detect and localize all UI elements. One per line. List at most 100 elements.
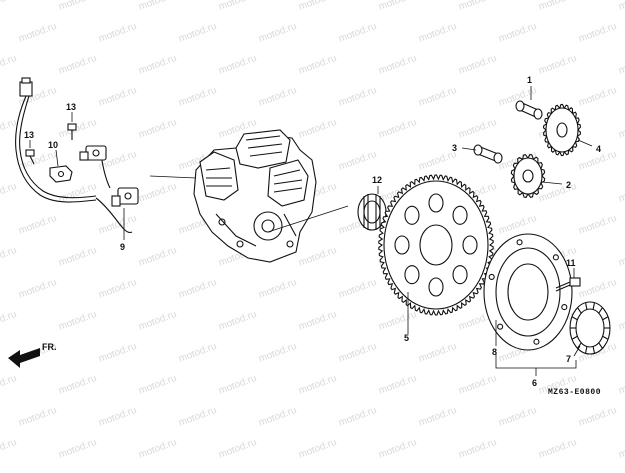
reduction-shaft-3: [461, 144, 503, 164]
front-cylinder: [199, 151, 239, 201]
sprag-element: [598, 342, 603, 349]
reduction-gear-small: [510, 153, 563, 199]
watermark-text: motod.ru: [577, 405, 618, 429]
watermark-text: motod.ru: [577, 21, 618, 45]
gear-lightening-holes: [394, 193, 478, 297]
callout-4: 4: [596, 144, 601, 154]
watermark-text: motod.ru: [137, 437, 178, 461]
watermark-text: motod.ru: [417, 405, 458, 429]
watermark-text: motod.ru: [177, 85, 218, 109]
watermark-text: motod.ru: [97, 405, 138, 429]
watermark-text: motod.ru: [537, 181, 578, 205]
watermark-text: motod.ru: [457, 53, 498, 77]
clutch-bolt-holes: [488, 239, 568, 345]
watermark-text: motod.ru: [617, 245, 625, 269]
callout-13-lower: 13: [24, 130, 34, 140]
pulse-sensor: [79, 145, 107, 161]
watermark-text: motod.ru: [137, 117, 178, 141]
watermark-text: motod.ru: [297, 0, 338, 13]
front-cylinder-fins: [205, 167, 232, 187]
gear-hole: [452, 265, 468, 285]
watermark-text: motod.ru: [97, 85, 138, 109]
cylinder-head: [235, 129, 291, 169]
watermark-text: motod.ru: [337, 405, 378, 429]
clutch-bolt-hole: [488, 273, 495, 280]
watermark-text: motod.ru: [0, 373, 18, 397]
watermark-text: motod.ru: [177, 277, 218, 301]
callout-8: 8: [492, 347, 497, 357]
watermark-text: motod.ru: [617, 309, 625, 333]
watermark-text: motod.ru: [57, 373, 98, 397]
callout-5: 5: [404, 333, 409, 343]
sprag-element: [585, 302, 588, 310]
one-way-clutch: [569, 301, 611, 357]
watermark-text: motod.ru: [17, 277, 58, 301]
watermark-text: motod.ru: [457, 437, 498, 461]
sprag-elements: [570, 302, 610, 354]
watermark-text: motod.ru: [377, 373, 418, 397]
watermark-text: motod.ru: [377, 309, 418, 333]
gear-hole: [428, 193, 444, 213]
callout-12: 12: [372, 175, 382, 185]
cylinder-fins: [245, 135, 283, 157]
diagram-reference-code: MZ63-E0800: [548, 388, 601, 397]
front-direction-indicator: FR.: [8, 342, 57, 368]
watermark-text: motod.ru: [17, 213, 58, 237]
gear-hub: [419, 224, 453, 266]
reduction-gear-large: [542, 103, 593, 157]
starter-clutch-outer: [483, 233, 573, 351]
callout-11: 11: [566, 258, 576, 268]
watermark-text: motod.ru: [617, 373, 625, 397]
watermark-text: motod.ru: [457, 117, 498, 141]
starter-driven-gear: [378, 174, 494, 334]
watermark-text: motod.ru: [137, 245, 178, 269]
watermark-text: motod.ru: [537, 0, 578, 13]
watermark-text: motod.ru: [217, 53, 258, 77]
callout-labels: 1 2 3 4 5 6 7 8 9 10 11 12 13 13: [24, 75, 601, 388]
callout-1: 1: [527, 75, 532, 85]
watermark-text: motod.ru: [417, 21, 458, 45]
watermark-text: motod.ru: [297, 245, 338, 269]
pulse-generator-harness: [15, 77, 139, 240]
watermark-text: motod.ru: [297, 437, 338, 461]
watermark-text: motod.ru: [577, 213, 618, 237]
callout-10: 10: [48, 140, 58, 150]
watermark-text: motod.ru: [0, 181, 18, 205]
clutch-bolt-hole: [552, 254, 559, 261]
gear-hole: [394, 235, 410, 255]
reduction-shaft-1: [515, 86, 543, 120]
clutch-bolt-hole: [516, 239, 523, 246]
clutch-bolt-hole: [533, 338, 540, 345]
gear-hole: [452, 205, 468, 225]
sub-sensor: [111, 187, 139, 207]
rear-cylinder-fins: [273, 169, 303, 193]
watermark-text: motod.ru: [377, 437, 418, 461]
watermark-text: motod.ru: [297, 117, 338, 141]
gear-hole: [462, 235, 478, 255]
watermark-text: motod.ru: [137, 181, 178, 205]
callout-3: 3: [452, 143, 457, 153]
watermark-text: motod.ru: [0, 0, 18, 13]
watermark-text: motod.ru: [57, 53, 98, 77]
bolt-13-upper: [67, 123, 77, 140]
watermark-text: motod.ru: [337, 21, 378, 45]
watermark-text: motod.ru: [57, 309, 98, 333]
watermark-text: motod.ru: [297, 373, 338, 397]
watermark-text: motod.ru: [57, 117, 98, 141]
watermark-text: motod.ru: [17, 405, 58, 429]
watermark-text: motod.ru: [577, 277, 618, 301]
watermark-text: motod.ru: [457, 0, 498, 13]
watermark-text: motod.ru: [617, 117, 625, 141]
watermark-text: motod.ru: [137, 0, 178, 13]
watermark-text: motod.ru: [57, 0, 98, 13]
engine-block: [149, 129, 349, 263]
engine-locator-line-1: [149, 175, 197, 179]
watermark-text: motod.ru: [257, 405, 298, 429]
watermark-text: motod.ru: [97, 21, 138, 45]
watermark-text: motod.ru: [417, 341, 458, 365]
clutch-bolt: [555, 268, 581, 292]
watermark-text: motod.ru: [177, 21, 218, 45]
watermark-text: motod.ru: [57, 437, 98, 461]
callout-2: 2: [566, 180, 571, 190]
